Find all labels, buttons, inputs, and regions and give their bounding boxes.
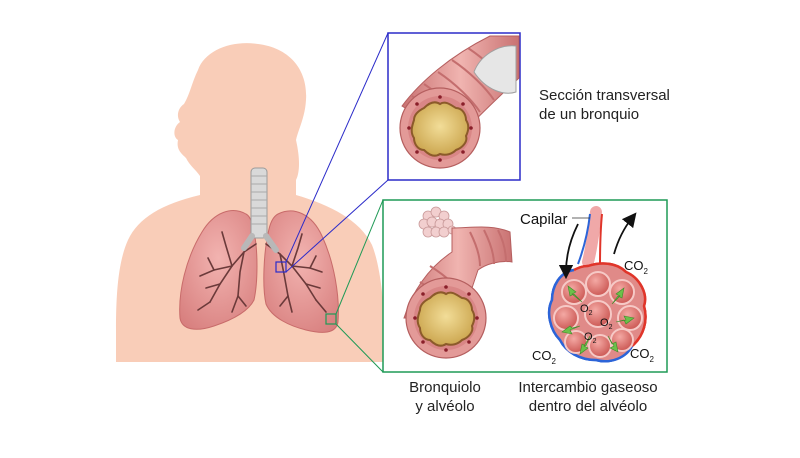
zoom-marker-bronchus xyxy=(275,261,287,273)
gas-labels: CO2 CO2 CO2 O2 O2 O2 Capilar xyxy=(520,211,655,366)
o2-label-1: O2 xyxy=(580,303,593,317)
head-shape xyxy=(116,43,384,362)
bronchiole-label-line1: Bronquiolo xyxy=(409,379,481,396)
cross-section-label: Sección transversal de un bronquio xyxy=(539,86,670,124)
co2-label-right: CO2 xyxy=(630,346,655,364)
cross-section-label-line1: Sección transversal xyxy=(539,87,670,104)
gas-exchange-label: Intercambio gaseoso dentro del alvéolo xyxy=(500,378,676,416)
trachea xyxy=(241,167,279,253)
cross-section-label-line2: de un bronquio xyxy=(539,106,640,123)
gas-exchange-label-line2: dentro del alvéolo xyxy=(528,398,648,415)
co2-label-left: CO2 xyxy=(532,348,557,366)
gas-exchange-label-line1: Intercambio gaseoso xyxy=(518,379,658,396)
o2-label-3: O2 xyxy=(584,331,597,345)
bronchiole-label: Bronquiolo y alvéolo xyxy=(390,378,500,416)
body-silhouette xyxy=(116,43,384,362)
o2-label-2: O2 xyxy=(600,317,613,331)
blue-zoom-lines xyxy=(285,32,389,273)
alveolus-gas-exchange xyxy=(548,206,647,363)
bronchiole-illustration xyxy=(403,206,513,359)
bronchus-illustration xyxy=(399,35,520,169)
zoom-marker-alveolus xyxy=(325,313,337,325)
capillary-label: Capilar xyxy=(520,211,568,228)
green-zoom-lines xyxy=(335,199,384,373)
co2-label-top: CO2 xyxy=(624,258,649,276)
bronchiole-label-line2: y alvéolo xyxy=(415,398,475,415)
